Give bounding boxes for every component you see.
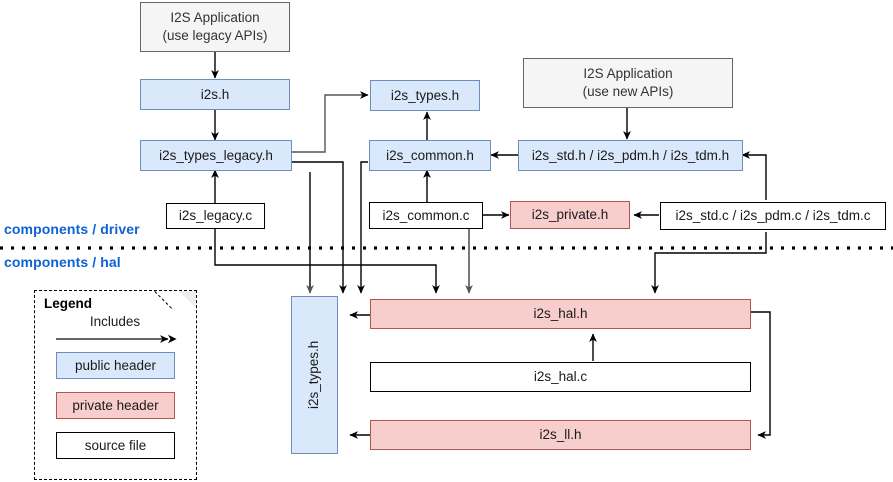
edge-hal-h-to-ll-h <box>751 311 771 439</box>
edge-common-h-to-hal-types <box>357 161 368 294</box>
edge-legacy-c-to-hal-h <box>214 228 440 294</box>
node-i2s-std-h-group[interactable]: i2s_std.h / i2s_pdm.h / i2s_tdm.h <box>518 140 743 171</box>
node-i2s-types-h-hal[interactable]: i2s_types.h <box>291 296 338 454</box>
section-label-hal: components / hal <box>4 254 121 270</box>
edge-types-legacy-to-hal-types <box>292 161 347 294</box>
legend-includes-arrow-icon <box>56 334 177 344</box>
node-i2s-hal-h[interactable]: i2s_hal.h <box>370 299 751 329</box>
node-app-new[interactable]: I2S Application (use new APIs) <box>523 58 733 108</box>
node-i2s-private-h[interactable]: i2s_private.h <box>510 201 630 229</box>
node-i2s-types-legacy-h[interactable]: i2s_types_legacy.h <box>140 140 292 171</box>
legend-public-header: public header <box>56 352 175 379</box>
node-i2s-types-h-top[interactable]: i2s_types.h <box>370 80 480 111</box>
node-i2s-std-c-group[interactable]: i2s_std.c / i2s_pdm.c / i2s_tdm.c <box>660 202 886 230</box>
node-i2s-types-h-hal-label: i2s_types.h <box>306 340 322 410</box>
edge-types-legacy-to-types <box>292 91 369 153</box>
node-app-legacy[interactable]: I2S Application (use legacy APIs) <box>140 2 290 52</box>
legend-fold-icon <box>179 291 196 308</box>
legend-source-file: source file <box>56 432 175 459</box>
node-i2s-legacy-c[interactable]: i2s_legacy.c <box>166 203 265 229</box>
node-i2s-h[interactable]: i2s.h <box>140 79 290 110</box>
node-i2s-hal-c[interactable]: i2s_hal.c <box>370 362 751 392</box>
legend-title: Legend <box>44 296 93 311</box>
legend-private-header: private header <box>56 392 175 419</box>
legend-includes-caption: Includes <box>89 314 141 329</box>
section-label-driver: components / driver <box>4 221 140 237</box>
node-i2s-common-h[interactable]: i2s_common.h <box>369 140 491 171</box>
edge-std-c-to-hal-h <box>651 232 767 294</box>
node-i2s-common-c[interactable]: i2s_common.c <box>369 202 483 229</box>
legend-fold-line-icon <box>154 291 172 309</box>
edge-std-c-to-std-h <box>741 151 767 200</box>
node-i2s-ll-h[interactable]: i2s_ll.h <box>370 420 751 450</box>
